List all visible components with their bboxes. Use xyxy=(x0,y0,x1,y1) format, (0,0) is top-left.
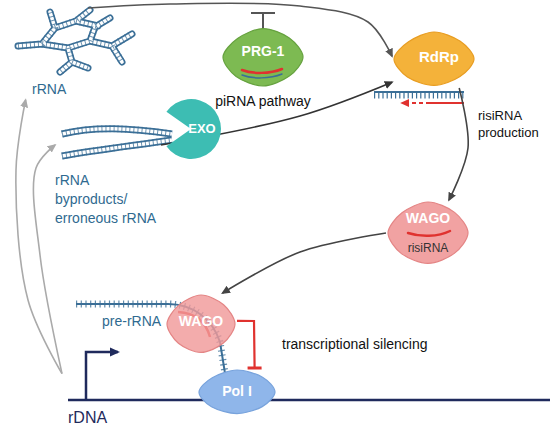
node-label: piRNA pathway xyxy=(208,92,318,111)
arrow-connector xyxy=(449,88,468,200)
node-label: risiRNA xyxy=(386,240,470,256)
polymerase-blob: Pol I xyxy=(197,368,277,416)
rrna-byproducts: rRNA byproducts/ erroneous rRNA xyxy=(55,125,161,225)
byproduct-bases xyxy=(62,129,172,156)
rdna-locus: rDNA xyxy=(62,345,122,427)
risirna-synthesis xyxy=(402,102,430,104)
arrow-connector xyxy=(16,100,62,374)
node-outline xyxy=(386,200,470,266)
protein-blob: RdRp xyxy=(392,30,476,88)
rrna-rails xyxy=(18,10,132,72)
byproduct-strands xyxy=(62,129,172,156)
rdna-line xyxy=(68,399,550,402)
process-label: risiRNA production xyxy=(478,108,548,142)
pacman-shape xyxy=(166,99,221,159)
node-label: WAGO xyxy=(165,312,237,331)
byproduct-rails xyxy=(62,129,172,156)
bound-rna-strand xyxy=(242,74,282,78)
rrna-structure: rRNA xyxy=(10,8,140,100)
node-label: rRNA byproducts/ erroneous rRNA xyxy=(55,171,161,228)
promoter-arrow xyxy=(86,352,118,400)
node-label: EXO xyxy=(182,120,222,138)
bound-rna-strand xyxy=(408,231,450,236)
inhibition-bar xyxy=(251,12,275,14)
rrna-bases xyxy=(18,10,132,72)
protein-blob: WAGO xyxy=(165,293,237,355)
exonuclease: EXO xyxy=(160,98,222,160)
node-label: Pol I xyxy=(197,382,277,401)
rdna-locus xyxy=(68,352,550,400)
edge-label: transcriptional silencing xyxy=(282,336,428,352)
template-bases xyxy=(374,93,464,99)
arrow-connector xyxy=(223,233,386,293)
protein-blob: PRG-1 piRNA pathway xyxy=(208,26,318,112)
rrna-core xyxy=(18,10,132,72)
node-label: PRG-1 xyxy=(208,42,318,61)
rdrp-template xyxy=(374,92,464,103)
rrna-structure xyxy=(18,10,132,72)
node-label: rRNA xyxy=(32,80,102,99)
inhibition-connector xyxy=(237,321,255,368)
node-label: RdRp xyxy=(402,47,476,67)
risirna-strand xyxy=(430,102,464,104)
byproduct-core xyxy=(62,129,172,156)
protein-blob: WAGO risiRNA xyxy=(386,200,470,266)
node-label: WAGO xyxy=(386,209,470,228)
bound-rna-strand xyxy=(242,69,282,73)
node-label: rDNA xyxy=(68,407,122,429)
